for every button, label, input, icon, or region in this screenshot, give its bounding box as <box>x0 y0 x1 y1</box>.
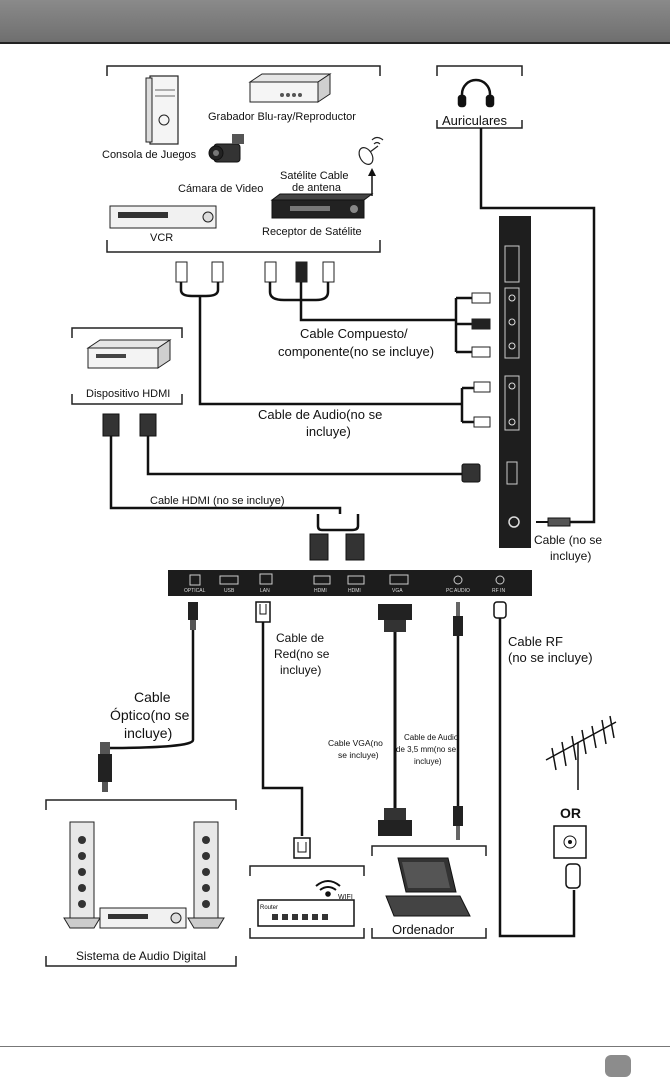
audio-cable-side-plugs <box>473 381 491 428</box>
headphone-jack-plug <box>536 517 571 527</box>
sat-receiver-label: Receptor de Satélite <box>262 226 362 238</box>
headphone-cable <box>479 128 596 524</box>
bluray-label: Grabador Blu-ray/Reproductor <box>208 111 356 123</box>
headphone-cable-label-2: incluye) <box>550 549 591 563</box>
port-hdmi1: HDMI <box>314 588 327 594</box>
rf-cable-label-2: (no se incluye) <box>508 650 593 665</box>
network-cable-label-1: Cable de <box>276 631 324 645</box>
game-console-icon <box>145 75 179 145</box>
audio-cable <box>179 282 474 424</box>
speaker-right-icon <box>187 821 225 929</box>
computer-bracket <box>371 845 487 939</box>
port-labels: OPTICAL USB LAN HDMI HDMI VGA PC AUDIO R… <box>184 588 505 594</box>
bluray-player-icon <box>248 73 332 103</box>
wifi-icon <box>315 880 341 897</box>
satellite-cable-label-2: de antena <box>292 182 342 194</box>
audio-cable-label-2: incluye) <box>306 424 351 439</box>
hdmi-cables <box>109 436 462 532</box>
tv-side-panel <box>499 216 531 548</box>
port-hdmi2: HDMI <box>348 588 361 594</box>
audio35-label-2: de 3,5 mm(no se <box>396 745 457 754</box>
antenna-icon <box>545 715 617 790</box>
headphones-label: Auriculares <box>442 113 508 128</box>
audio35-label-1: Cable de Audio <box>404 733 459 742</box>
optical-cable-label-3: incluye) <box>124 725 172 741</box>
optical-cable-label-2: Óptico(no se <box>110 707 190 723</box>
amplifier-icon <box>99 907 187 929</box>
network-cable-label-3: incluye) <box>280 663 321 677</box>
hdmi-device-icon <box>86 339 172 369</box>
satellite-cable-label-1: Satélite Cable <box>280 170 349 182</box>
hdmi-device-label: Dispositivo HDMI <box>86 388 170 400</box>
network-cable-label-2: Red(no se <box>274 647 330 661</box>
router-label: Router <box>260 905 278 911</box>
laptop-icon <box>385 857 471 917</box>
hdmi-cable-label: Cable HDMI (no se incluye) <box>150 495 285 507</box>
headphone-cable-label-1: Cable (no se <box>534 533 602 547</box>
port-pc-audio: PC AUDIO <box>446 588 470 594</box>
headphones-icon <box>457 78 495 108</box>
console-label: Consola de Juegos <box>102 149 197 161</box>
tv-bottom-port-bar <box>168 570 532 596</box>
page-number-badge <box>605 1055 631 1077</box>
port-vga: VGA <box>392 588 403 594</box>
speaker-left-icon <box>63 821 101 929</box>
headphones-bracket <box>436 65 523 129</box>
hdmi-bottom-plugs <box>309 533 365 561</box>
optical-cable-label-1: Cable <box>134 689 171 705</box>
router-bracket <box>249 865 365 939</box>
hdmi-side-plug <box>461 463 481 483</box>
audio-35mm-cable <box>453 602 463 840</box>
source-devices-bracket <box>106 65 381 253</box>
wall-socket-icon <box>553 825 587 859</box>
satellite-dish-icon <box>358 136 384 165</box>
vga-cable <box>378 604 412 836</box>
composite-cable-label-2: componente(no se incluye) <box>278 344 434 359</box>
rca-plugs-sources <box>175 261 335 283</box>
satellite-feed-arrow <box>368 168 376 176</box>
rf-cable <box>493 601 581 938</box>
vcr-icon <box>109 205 217 229</box>
hdmi-device-plugs <box>102 413 157 437</box>
vcr-label: VCR <box>150 232 173 244</box>
rf-cable-label-1: Cable RF <box>508 634 563 649</box>
port-usb: USB <box>224 588 235 594</box>
audio-system-bracket <box>45 799 237 967</box>
or-label: OR <box>560 805 581 821</box>
audio-cable-label-1: Cable de Audio(no se <box>258 407 382 422</box>
satellite-receiver-icon <box>270 193 374 219</box>
hdmi-device-bracket <box>71 327 183 405</box>
audio-system-label: Sistema de Audio Digital <box>76 949 206 963</box>
port-lan: LAN <box>260 588 270 594</box>
composite-cable-side-plugs <box>471 292 491 358</box>
page-header-bar <box>0 0 670 44</box>
port-optical: OPTICAL <box>184 588 206 594</box>
composite-cable <box>268 282 472 354</box>
network-cable <box>255 601 311 859</box>
port-rf-in: RF IN <box>492 588 505 594</box>
vga-cable-label-1: Cable VGA(no <box>328 738 383 748</box>
wifi-label: WIFI <box>338 894 353 901</box>
composite-cable-label-1: Cable Compuesto/ <box>300 326 408 341</box>
router-icon <box>257 899 355 927</box>
vga-cable-label-2: se incluye) <box>338 750 379 760</box>
audio35-label-3: incluye) <box>414 757 442 766</box>
camcorder-icon <box>208 134 244 163</box>
computer-label: Ordenador <box>392 922 455 937</box>
optical-cable <box>98 602 198 792</box>
camera-label: Cámara de Video <box>178 183 263 195</box>
footer-divider <box>0 1046 670 1047</box>
